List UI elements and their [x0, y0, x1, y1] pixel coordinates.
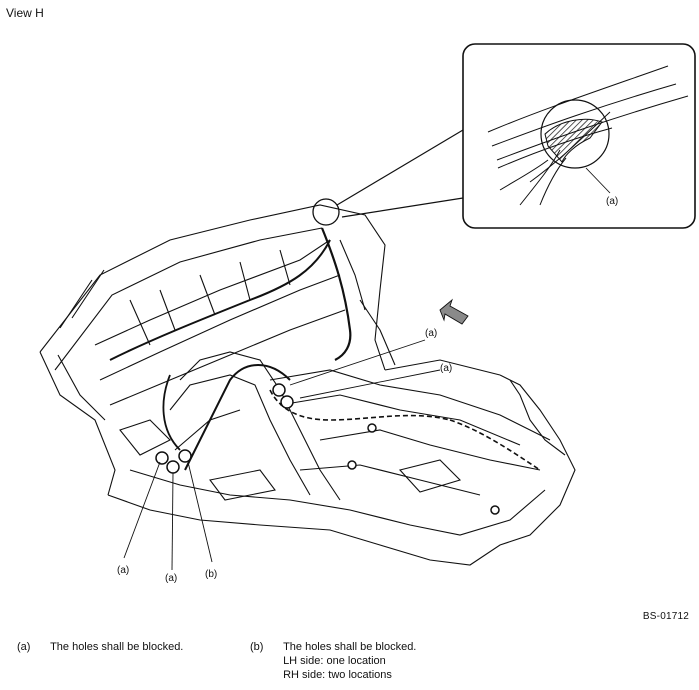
note-line: The holes shall be blocked. — [50, 641, 184, 653]
callout-leader — [289, 339, 426, 386]
hole-marker — [166, 460, 180, 474]
detail-inset: (a) — [336, 43, 696, 229]
view-direction-arrow — [439, 298, 469, 325]
detail-location-circle — [312, 198, 340, 226]
callout-upper-a: (a) — [440, 363, 452, 374]
callout-leader — [171, 472, 174, 571]
callout-leader — [585, 167, 611, 194]
hole-marker — [178, 449, 192, 463]
blocked-hole-hatch — [544, 118, 603, 163]
hole-markers — [155, 383, 500, 515]
callout-lower-a: (a) — [117, 565, 129, 576]
callout-lower-b: (b) — [205, 569, 217, 580]
vehicle-body-floor-diagram: (a) — [39, 43, 696, 584]
note-text: The holes shall be blocked. — [50, 640, 183, 654]
note-line: The holes shall be blocked. — [283, 641, 417, 653]
figure-code: BS-01712 — [642, 611, 689, 622]
detail-magnifier-circle — [540, 99, 610, 169]
note-mark: (a) — [17, 641, 31, 653]
view-title: View H — [6, 6, 44, 20]
hole-marker — [367, 423, 377, 433]
note-text: The holes shall be blocked. LH side: one… — [283, 640, 416, 682]
upper-callouts — [289, 339, 441, 399]
hole-marker — [272, 383, 286, 397]
callout-upper-a: (a) — [425, 328, 437, 339]
callout-leader — [187, 461, 213, 563]
note-a: (a) The holes shall be blocked. — [17, 640, 183, 654]
callout-detail-a: (a) — [606, 196, 618, 207]
hole-marker — [490, 505, 500, 515]
vehicle-body — [39, 204, 576, 566]
hole-marker — [347, 460, 357, 470]
note-line: LH side: one location — [283, 655, 386, 667]
harness-routing — [109, 227, 541, 471]
note-line: RH side: two locations — [283, 669, 392, 681]
callout-lower-a: (a) — [165, 573, 177, 584]
callout-leader — [123, 461, 161, 559]
note-b: (b) The holes shall be blocked. LH side:… — [250, 640, 416, 682]
hole-marker — [155, 451, 169, 465]
callout-leader — [299, 369, 441, 399]
detail-leader-line — [336, 129, 464, 206]
note-mark: (b) — [250, 641, 264, 653]
hole-marker — [280, 395, 294, 409]
lower-callouts — [123, 461, 213, 571]
